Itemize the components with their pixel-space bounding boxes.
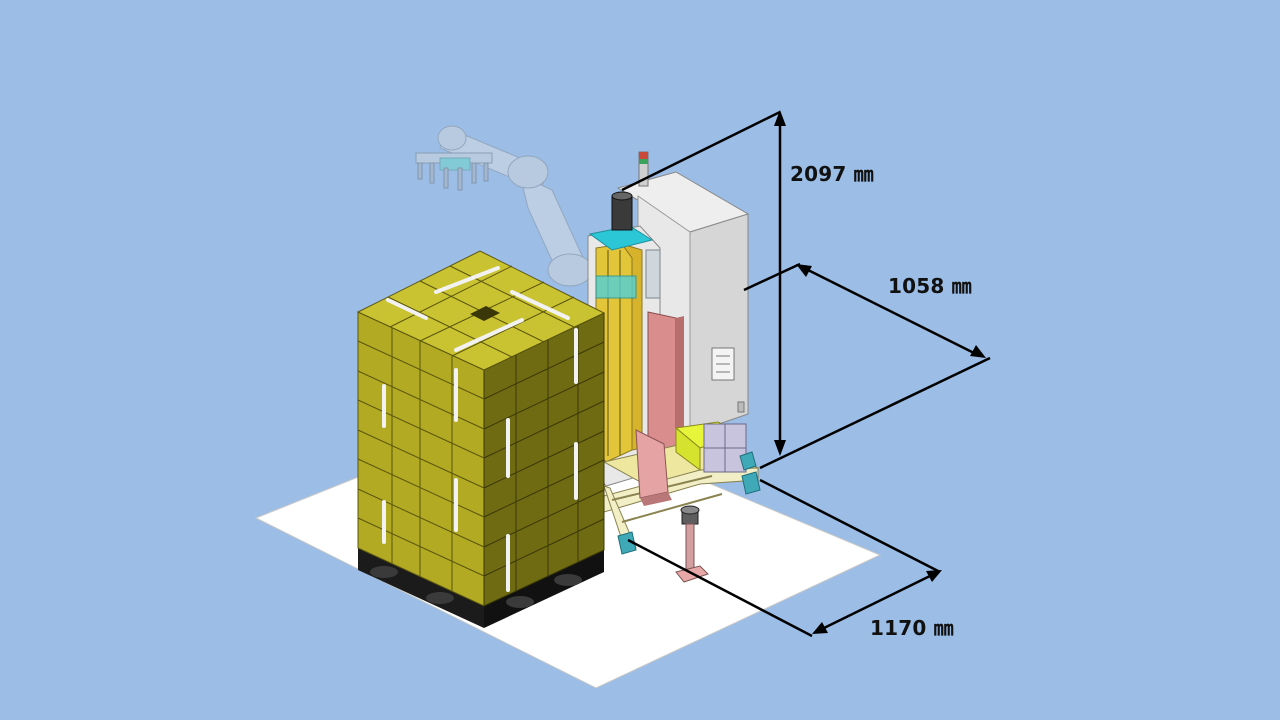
depth-dimension-label: 1058 ㎜ bbox=[888, 274, 972, 298]
pallet-openings bbox=[370, 566, 582, 608]
extension-line-bottom-right bbox=[759, 356, 991, 470]
arrowhead-width-start bbox=[812, 622, 828, 634]
strapping-bands bbox=[382, 266, 578, 592]
box-grid-left bbox=[357, 328, 485, 592]
width-dimension-label: 1170 ㎜ bbox=[870, 616, 954, 640]
cabinet-front bbox=[689, 213, 749, 435]
arrowhead-width-end bbox=[926, 570, 942, 582]
arrowhead-depth-start bbox=[796, 264, 812, 277]
gripper-suction-cups bbox=[417, 162, 489, 191]
lift-carriage-cyan bbox=[595, 275, 637, 299]
leveling-foot bbox=[617, 531, 637, 555]
pink-guard-side bbox=[676, 316, 684, 452]
robot-arm bbox=[415, 125, 593, 287]
extension-line-base-left bbox=[627, 538, 813, 638]
dimension-arrowheads bbox=[774, 110, 986, 634]
box-top-gap bbox=[470, 306, 500, 321]
lift-side-panel bbox=[645, 249, 661, 299]
gripper-body bbox=[439, 157, 471, 171]
height-dimension-label: 2097 ㎜ bbox=[790, 162, 874, 186]
depth-dimension-line bbox=[803, 266, 977, 356]
leveling-foot bbox=[739, 451, 757, 471]
pallet-base-right bbox=[484, 550, 604, 628]
arrowhead-height-bottom bbox=[774, 440, 786, 456]
robot-arm-joint bbox=[507, 155, 549, 189]
signal-tower bbox=[638, 151, 649, 187]
extension-line-base-right bbox=[759, 478, 941, 574]
lift-servo-motor bbox=[611, 195, 633, 231]
arrowhead-height-top bbox=[774, 110, 786, 126]
pallet-stack bbox=[356, 250, 606, 628]
robot-arm-wrist bbox=[437, 125, 467, 151]
lift-column bbox=[587, 191, 661, 487]
robot-arm-base-joint bbox=[547, 253, 593, 287]
extension-line-top bbox=[621, 110, 781, 192]
width-dimension-line bbox=[823, 572, 935, 630]
arrowhead-depth-end bbox=[970, 345, 986, 358]
dimension-lines bbox=[621, 110, 991, 638]
extension-line-mid bbox=[743, 262, 801, 292]
leveling-foot bbox=[741, 471, 761, 495]
leveling-feet bbox=[617, 451, 761, 555]
